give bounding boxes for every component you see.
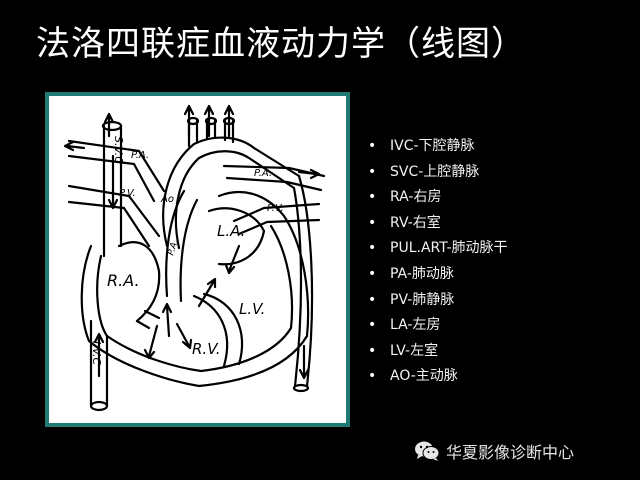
list-item-text: IVC-下腔静脉	[390, 138, 475, 154]
ra-wall	[117, 241, 161, 323]
list-item: • AO-主动脉	[368, 366, 508, 392]
ivc-vessel	[89, 319, 109, 408]
label-pv-left: P.V.	[119, 188, 136, 199]
list-item-text: LV-左室	[390, 342, 439, 359]
list-item: • RV-右室	[368, 213, 508, 239]
list-item: • PA-肺动脉	[368, 264, 508, 290]
list-item: • IVC-下腔静脉	[368, 136, 508, 162]
bullet-icon: •	[368, 138, 377, 154]
list-item: • PV-肺静脉	[368, 290, 508, 316]
list-item-text: RA-右房	[390, 189, 442, 206]
list-item: • SVC-上腔静脉	[368, 162, 508, 188]
label-svc: S.V.C	[112, 136, 125, 164]
aorta	[162, 136, 301, 248]
abbreviation-list: • IVC-下腔静脉 • SVC-上腔静脉 • RA-右房 • RV-右室 • PUL.A…	[368, 136, 508, 392]
label-pulmonary-trunk: P.A.	[166, 238, 181, 257]
watermark-text: 华夏影像诊断中心	[446, 443, 575, 462]
label-ao: Ao	[160, 194, 174, 205]
list-item: • PUL.ART-肺动脉干	[368, 238, 508, 264]
list-item-text: AO-主动脉	[390, 368, 458, 385]
label-ivc: I.V.C	[90, 341, 103, 366]
bullet-icon: •	[368, 291, 377, 308]
bullet-icon: •	[368, 240, 377, 257]
pv-left	[67, 184, 161, 248]
wechat-icon	[415, 441, 440, 461]
la-wall	[207, 207, 266, 266]
heart-outline	[80, 190, 310, 388]
descending-aorta	[292, 174, 314, 388]
label-rv: R.V.	[192, 340, 221, 358]
label-lv: L.V.	[239, 300, 265, 318]
bullet-icon: •	[368, 163, 377, 180]
heart-inner-wall	[96, 224, 294, 373]
pa-left	[67, 139, 166, 203]
bullet-icon: •	[368, 189, 377, 206]
list-item: • RA-右房	[368, 187, 508, 213]
list-item-text: PV-肺静脉	[390, 291, 455, 308]
heart-diagram: S.V.C I.V.C R.A. R.V. L.A. L.V. Ao P.A. …	[45, 92, 350, 427]
label-pv-right: P.V.	[267, 203, 284, 214]
list-item: • LA-左房	[368, 315, 508, 341]
label-ra: R.A.	[107, 271, 140, 290]
list-item-text: PUL.ART-肺动脉干	[390, 240, 508, 257]
pv-right	[232, 202, 321, 236]
label-la: L.A.	[217, 222, 245, 240]
list-item: • LV-左室	[368, 341, 508, 367]
watermark: 华夏影像诊断中心	[414, 436, 574, 466]
pa-right	[222, 164, 326, 192]
label-pa-right: P.A.	[254, 168, 272, 179]
slide-title: 法洛四联症血液动力学（线图）	[36, 24, 526, 64]
bullet-icon: •	[368, 368, 377, 385]
bullet-icon: •	[368, 214, 377, 231]
list-item-text: LA-左房	[390, 317, 441, 334]
list-item-text: PA-肺动脉	[390, 265, 454, 282]
bullet-icon: •	[368, 265, 377, 282]
list-item-text: SVC-上腔静脉	[390, 163, 480, 180]
bullet-icon: •	[368, 317, 377, 334]
pulmonary-trunk	[165, 189, 199, 303]
septum	[192, 294, 229, 368]
bullet-icon: •	[368, 342, 377, 359]
label-pa-left: P.A.	[131, 150, 149, 161]
heart-line-drawing: S.V.C I.V.C R.A. R.V. L.A. L.V. Ao P.A. …	[63, 104, 326, 412]
list-item-text: RV-右室	[390, 214, 441, 231]
